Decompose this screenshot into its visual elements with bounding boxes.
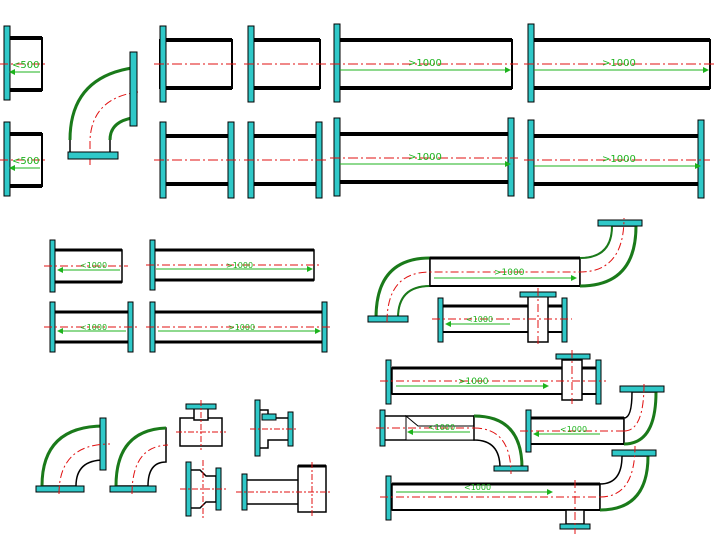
short-pipe-lt500-bottom: <500 xyxy=(0,121,48,197)
dimension-label: <1000 xyxy=(428,423,455,432)
long-pipe-gt1000-d: >1000 xyxy=(524,119,710,199)
short-pipe-lt500-top: <500 xyxy=(0,25,48,101)
spool-double-bend-assembly: >1000 xyxy=(367,217,643,323)
small-pipe-lt1000-a: <1000 xyxy=(44,239,128,293)
long-pipe-gt1000-b: >1000 xyxy=(524,23,716,103)
small-pipe-lt1000-b: <1000 xyxy=(44,301,138,353)
dimension-label: >1000 xyxy=(602,154,636,165)
flanged-pipe-double-a xyxy=(154,121,240,199)
reducer-bend-spool: <1000 xyxy=(376,409,529,475)
long-pipe-gt1000-a: >1000 xyxy=(330,23,518,103)
bend-spool-lt1000: <1000 xyxy=(520,383,665,453)
elbow-90-top xyxy=(67,51,139,165)
flanged-pipe-single-a xyxy=(154,25,238,103)
dimension-label: <500 xyxy=(12,156,39,167)
pipe-with-cap xyxy=(236,462,332,516)
dimension-label: >1000 xyxy=(228,323,255,332)
dimension-label: >1000 xyxy=(408,152,442,163)
dimension-label: >1000 xyxy=(602,58,636,69)
dimension-label: <1000 xyxy=(80,323,107,332)
elbow-90-bottom-a xyxy=(35,417,111,495)
flanged-pipe-single-b xyxy=(244,25,326,103)
flanged-pipe-double-b xyxy=(244,121,326,199)
dimension-label: >1000 xyxy=(494,268,525,278)
tee-spool-gt1000: >1000 xyxy=(380,350,606,405)
tee-fitting xyxy=(176,400,226,450)
elbow-90-bottom-b xyxy=(109,426,169,495)
tee-spool-lt1000: <1000 xyxy=(432,288,572,346)
flanged-reducer xyxy=(180,460,226,518)
long-pipe-gt1000-e: >1000 xyxy=(146,239,320,291)
dimension-label: <1000 xyxy=(80,261,107,270)
dimension-label: >1000 xyxy=(408,58,442,69)
dimension-label: <1000 xyxy=(560,425,587,434)
long-pipe-gt1000-f: >1000 xyxy=(146,301,330,353)
dimension-label: <500 xyxy=(12,60,39,71)
long-pipe-gt1000-c: >1000 xyxy=(330,117,518,197)
dimension-label: <1000 xyxy=(466,315,493,324)
dimension-label: >1000 xyxy=(226,261,253,270)
dimension-label: <1000 xyxy=(464,483,491,492)
flanged-reducer-tee xyxy=(250,399,298,457)
tee-bend-spool-gt1000: <1000 xyxy=(380,445,657,534)
dimension-label: >1000 xyxy=(458,377,489,387)
